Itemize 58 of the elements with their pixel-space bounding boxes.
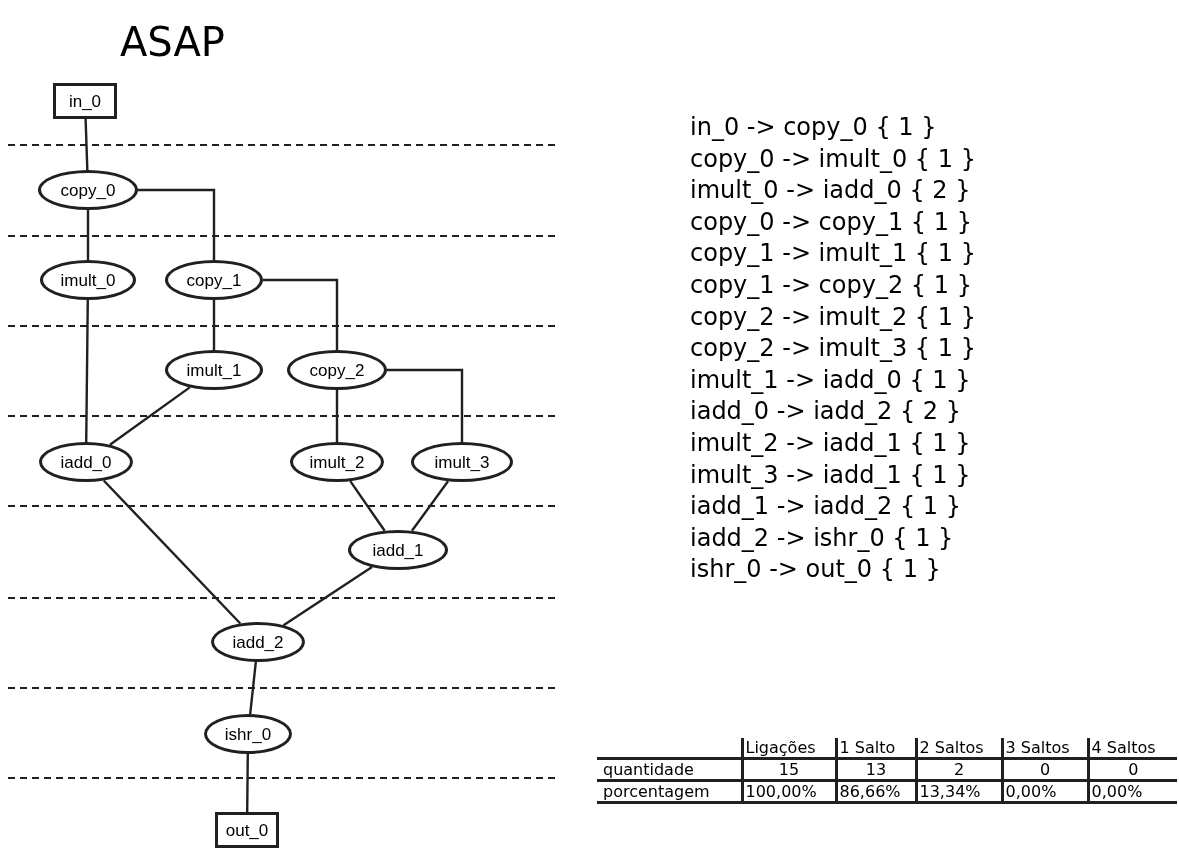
operation-ellipse: iadd_1 xyxy=(348,530,448,570)
connector-line xyxy=(387,368,464,442)
table-cell: 13,34% xyxy=(916,780,1002,803)
table-cell: 86,66% xyxy=(836,780,916,803)
table-cell: 2 xyxy=(916,758,1002,781)
operation-ellipse: ishr_0 xyxy=(204,714,292,754)
edge-list-line: iadd_0 -> iadd_2 { 2 } xyxy=(690,396,962,428)
edge-list-line: copy_1 -> imult_1 { 1 } xyxy=(690,238,976,270)
table-cell: 0 xyxy=(1002,758,1088,781)
edge-list-line: copy_2 -> imult_2 { 1 } xyxy=(690,301,976,333)
edge-list-line: imult_3 -> iadd_1 { 1 } xyxy=(690,459,972,491)
operation-ellipse: copy_0 xyxy=(38,170,138,210)
edge-list-line: imult_2 -> iadd_1 { 1 } xyxy=(690,427,972,459)
edge-list-line: ishr_0 -> out_0 { 1 } xyxy=(690,554,942,586)
table-cell: 100,00% xyxy=(742,780,836,803)
connector-line xyxy=(248,661,258,715)
table-header-cell: 3 Saltos xyxy=(1002,738,1088,759)
diagram-title: ASAP xyxy=(120,18,225,66)
connector-line xyxy=(349,480,386,532)
terminal-box: out_0 xyxy=(215,812,279,848)
edge-list-line: iadd_2 -> ishr_0 { 1 } xyxy=(690,522,955,554)
table-cell: 0,00% xyxy=(1088,780,1177,803)
operation-ellipse: imult_1 xyxy=(165,350,263,390)
operation-ellipse: iadd_0 xyxy=(39,442,133,482)
table-header-cell: 1 Salto xyxy=(836,738,916,759)
operation-ellipse: copy_2 xyxy=(287,350,387,390)
row-header-cell: quantidade xyxy=(597,758,742,781)
edge-list-line: copy_2 -> imult_3 { 1 } xyxy=(690,333,976,365)
terminal-box: in_0 xyxy=(53,83,117,119)
connector-line xyxy=(411,480,449,532)
connector-line xyxy=(84,118,89,171)
operation-ellipse: copy_1 xyxy=(165,260,263,300)
connector-line xyxy=(246,754,249,812)
operation-ellipse: imult_2 xyxy=(290,442,384,482)
table-cell: 0,00% xyxy=(1002,780,1088,803)
edge-list-line: copy_0 -> copy_1 { 1 } xyxy=(690,206,973,238)
connector-line xyxy=(85,300,89,442)
operation-ellipse: imult_0 xyxy=(40,260,136,300)
edge-list-line: imult_1 -> iadd_0 { 1 } xyxy=(690,364,972,396)
table-cell: 15 xyxy=(742,758,836,781)
row-header-cell: porcentagem xyxy=(597,780,742,803)
table-cell: 0 xyxy=(1088,758,1177,781)
edge-list-line: copy_1 -> copy_2 { 1 } xyxy=(690,269,973,301)
table-header-cell: Ligações xyxy=(742,738,836,759)
connector-line xyxy=(335,390,339,442)
table-header-cell: 2 Saltos xyxy=(916,738,1002,759)
table-header-cell: 4 Saltos xyxy=(1088,738,1177,759)
edge-list-line: copy_0 -> imult_0 { 1 } xyxy=(690,143,976,175)
table-cell: 13 xyxy=(836,758,916,781)
edge-list-line: iadd_1 -> iadd_2 { 1 } xyxy=(690,491,962,523)
connector-line xyxy=(86,210,90,260)
operation-ellipse: iadd_2 xyxy=(211,622,305,662)
connector-line xyxy=(263,278,339,350)
connector-line xyxy=(212,300,216,350)
edge-list-line: in_0 -> copy_0 { 1 } xyxy=(690,112,938,143)
connector-line xyxy=(138,188,216,260)
edge-list-line: imult_0 -> iadd_0 { 2 } xyxy=(690,175,972,207)
operation-ellipse: imult_3 xyxy=(411,442,513,482)
